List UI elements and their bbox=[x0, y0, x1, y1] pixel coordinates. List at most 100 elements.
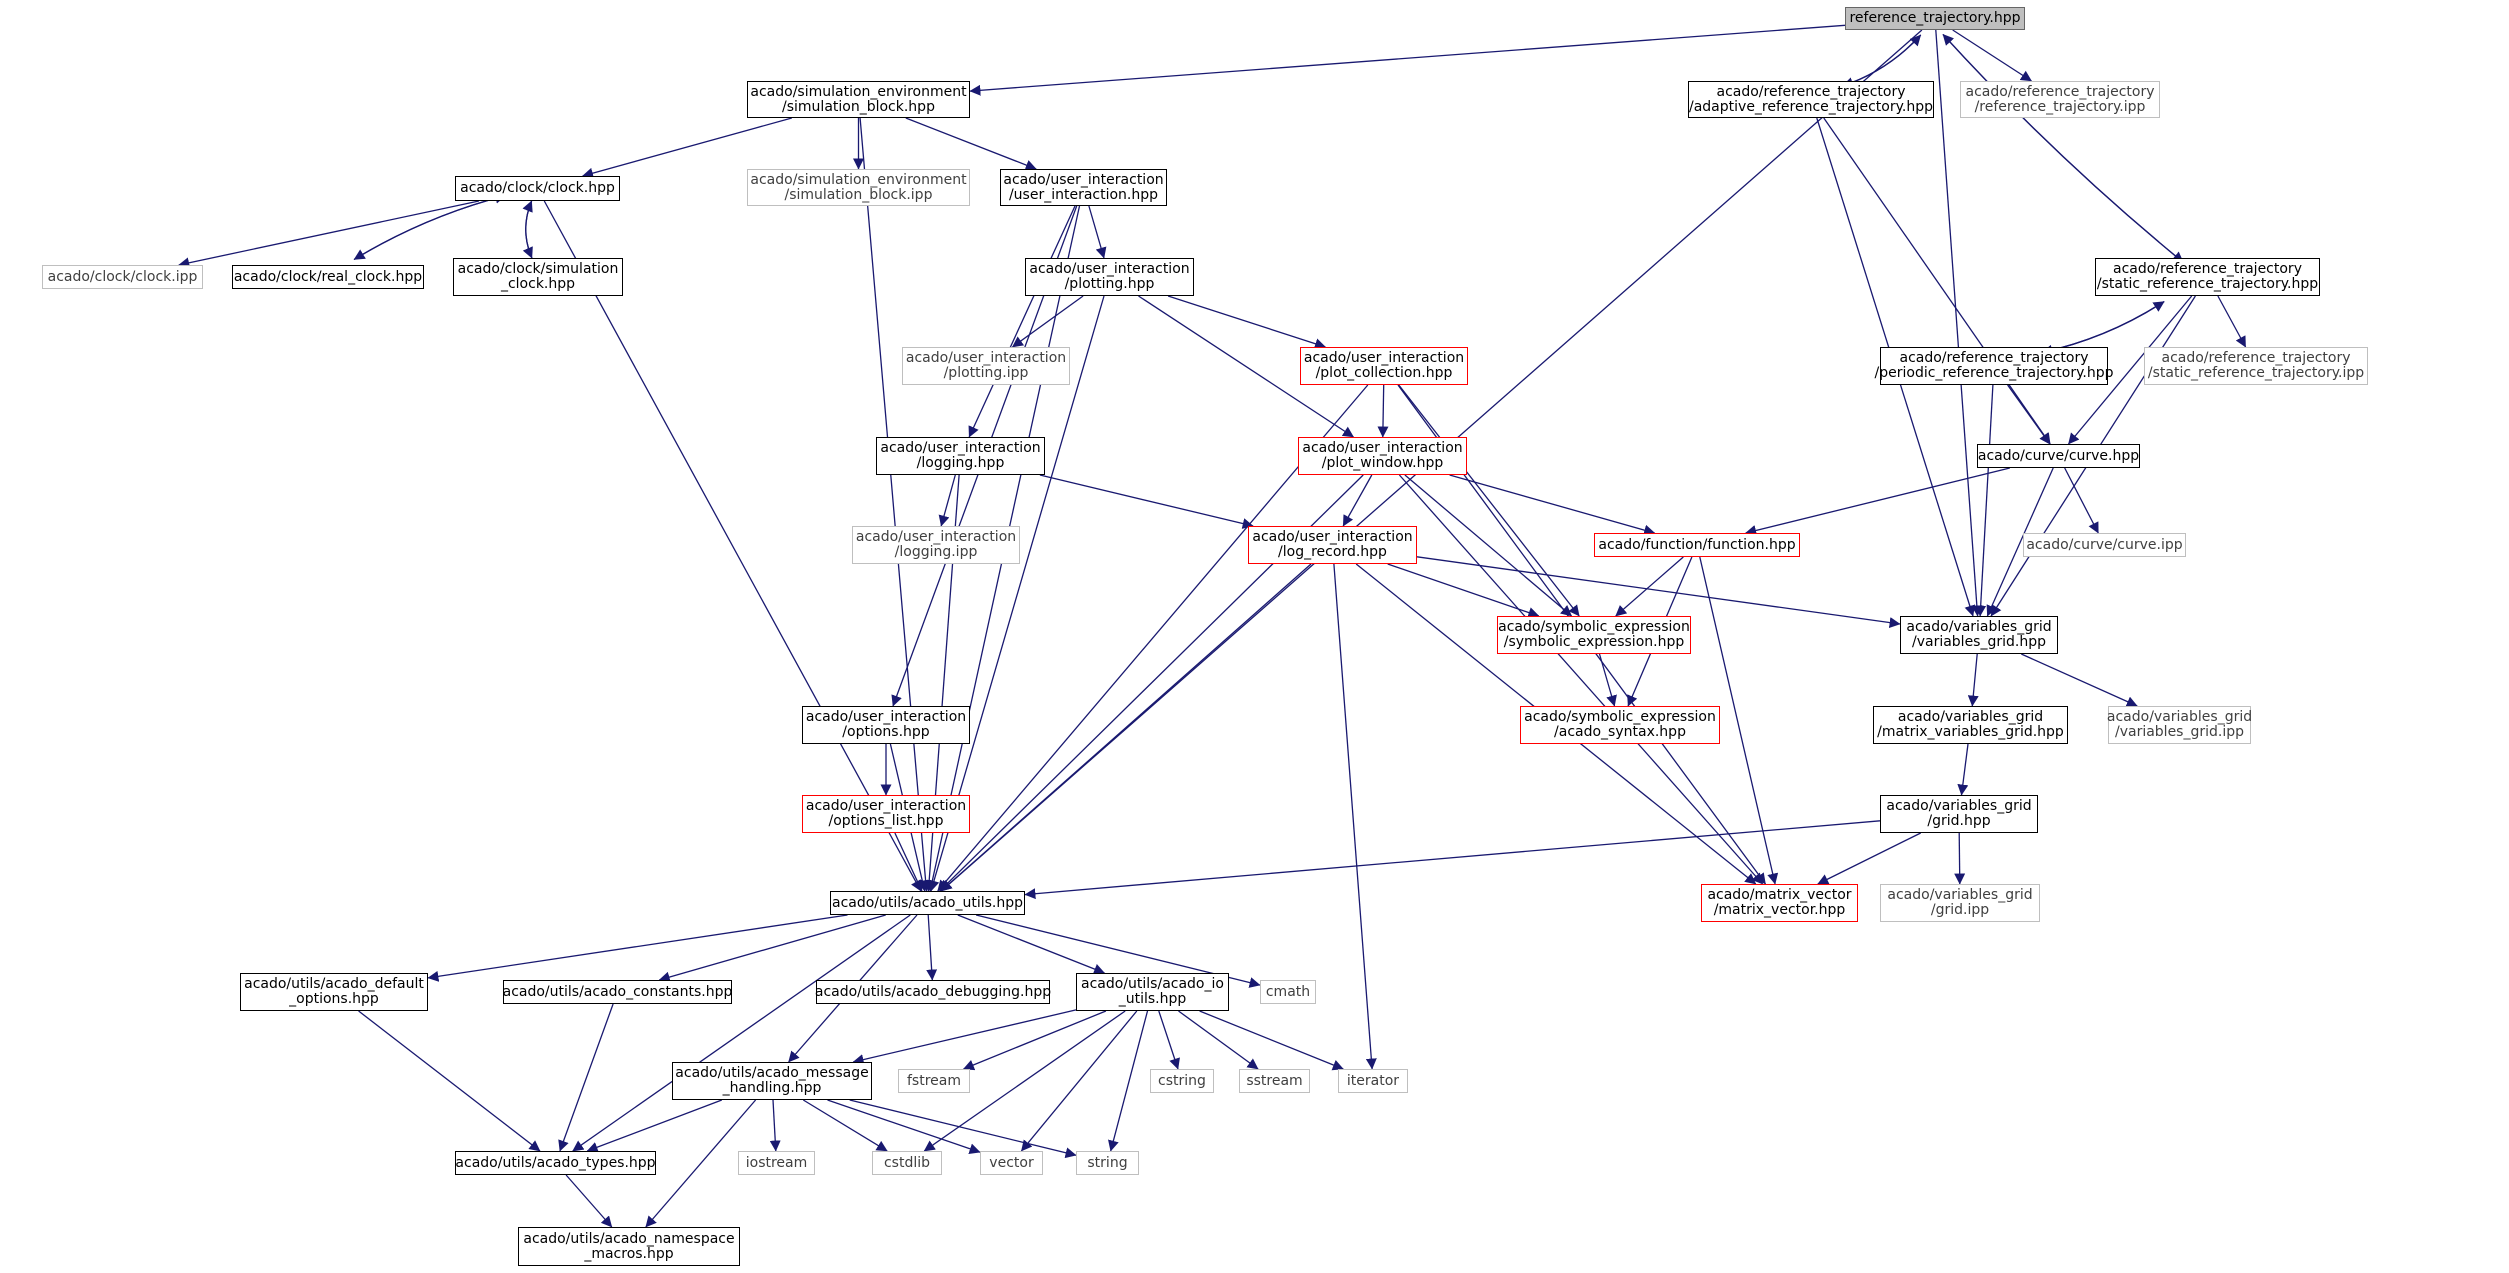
edge-plot-window-to-sym-expr bbox=[1404, 474, 1573, 617]
edges-layer bbox=[178, 24, 2247, 1228]
node-logging-ipp[interactable]: acado/user_interaction /logging.ipp bbox=[852, 526, 1020, 564]
edge-clock-to-clock-ipp bbox=[178, 200, 480, 269]
node-plotting[interactable]: acado/user_interaction /plotting.hpp bbox=[1025, 258, 1194, 296]
edge-curve-to-vars-grid bbox=[1986, 467, 2054, 617]
node-cstring[interactable]: cstring bbox=[1150, 1069, 1214, 1093]
edge-default-opts-to-types bbox=[358, 1010, 541, 1152]
node-static-ref-ipp[interactable]: acado/reference_trajectory /static_refer… bbox=[2144, 347, 2368, 385]
node-sim-block-ipp[interactable]: acado/simulation_environment /simulation… bbox=[747, 169, 970, 206]
edge-io-utils-to-msg-handling bbox=[852, 1009, 1077, 1065]
node-user-inter[interactable]: acado/user_interaction /user_interaction… bbox=[1000, 169, 1167, 206]
edge-acado-utils-to-default-opts bbox=[427, 914, 848, 982]
node-root[interactable]: reference_trajectory.hpp bbox=[1845, 7, 2025, 30]
edge-acado-utils-to-io-utils bbox=[957, 914, 1106, 975]
node-plotting-ipp[interactable]: acado/user_interaction /plotting.ipp bbox=[902, 347, 1070, 385]
node-debugging[interactable]: acado/utils/acado_debugging.hpp bbox=[815, 980, 1051, 1004]
edge-root-to-static-ref bbox=[1942, 33, 2184, 263]
node-adaptive[interactable]: acado/reference_trajectory /adaptive_ref… bbox=[1688, 81, 1934, 118]
node-function[interactable]: acado/function/function.hpp bbox=[1594, 533, 1800, 557]
node-namespace-macros[interactable]: acado/utils/acado_namespace _macros.hpp bbox=[518, 1227, 740, 1266]
edge-log-record-to-acado-utils bbox=[940, 563, 1312, 892]
node-grid-ipp[interactable]: acado/variables_grid /grid.ipp bbox=[1880, 884, 2040, 922]
edge-root-to-sim-block bbox=[969, 24, 1846, 96]
node-string[interactable]: string bbox=[1076, 1151, 1139, 1175]
node-log-record[interactable]: acado/user_interaction /log_record.hpp bbox=[1248, 526, 1417, 564]
edge-acado-utils-to-debugging bbox=[926, 914, 938, 981]
edge-log-record-to-iterator bbox=[1333, 563, 1377, 1070]
node-msg-handling[interactable]: acado/utils/acado_message _handling.hpp bbox=[672, 1062, 872, 1100]
node-clock[interactable]: acado/clock/clock.hpp bbox=[455, 176, 620, 201]
edge-real-clock-to-clock bbox=[353, 192, 507, 261]
edge-constants-to-types bbox=[558, 1003, 614, 1152]
node-constants[interactable]: acado/utils/acado_constants.hpp bbox=[503, 980, 732, 1004]
node-sim-block[interactable]: acado/simulation_environment /simulation… bbox=[747, 81, 970, 118]
node-ref-ipp[interactable]: acado/reference_trajectory /reference_tr… bbox=[1960, 81, 2160, 118]
edge-static-ref-to-static-ref-ipp bbox=[2217, 295, 2247, 348]
node-io-utils[interactable]: acado/utils/acado_io _utils.hpp bbox=[1076, 973, 1229, 1011]
node-cmath[interactable]: cmath bbox=[1260, 980, 1316, 1004]
edge-periodic-ref-to-vars-grid bbox=[1975, 384, 1994, 617]
node-real-clock[interactable]: acado/clock/real_clock.hpp bbox=[232, 265, 424, 289]
edge-curve-to-function bbox=[1745, 467, 2010, 536]
edge-static-ref-to-root bbox=[1942, 33, 2184, 263]
node-sstream[interactable]: sstream bbox=[1239, 1069, 1310, 1093]
node-options-list[interactable]: acado/user_interaction /options_list.hpp bbox=[802, 795, 970, 833]
edge-adaptive-to-root bbox=[1842, 34, 1922, 87]
edge-adaptive-to-curve bbox=[1823, 117, 2051, 445]
node-acado-syntax[interactable]: acado/symbolic_expression /acado_syntax.… bbox=[1520, 706, 1720, 744]
node-types[interactable]: acado/utils/acado_types.hpp bbox=[455, 1151, 656, 1175]
edge-logging-to-logging-ipp bbox=[938, 474, 956, 527]
edge-msg-handling-to-types bbox=[586, 1099, 723, 1153]
edge-plot-coll-to-acado-utils bbox=[937, 384, 1369, 892]
node-sym-expr[interactable]: acado/symbolic_expression /symbolic_expr… bbox=[1497, 616, 1691, 654]
node-default-opts[interactable]: acado/utils/acado_default _options.hpp bbox=[240, 973, 428, 1011]
edge-periodic-ref-to-curve bbox=[2007, 384, 2051, 445]
node-grid[interactable]: acado/variables_grid /grid.hpp bbox=[1880, 795, 2038, 833]
edge-static-ref-to-curve bbox=[2068, 295, 2193, 445]
node-matrix-vector[interactable]: acado/matrix_vector /matrix_vector.hpp bbox=[1701, 884, 1858, 922]
node-vars-grid[interactable]: acado/variables_grid /variables_grid.hpp bbox=[1900, 616, 2058, 654]
edge-io-utils-to-string bbox=[1108, 1010, 1149, 1152]
node-acado-utils[interactable]: acado/utils/acado_utils.hpp bbox=[830, 891, 1025, 915]
edge-plot-window-to-matrix-vector bbox=[1398, 474, 1764, 885]
node-plot-window[interactable]: acado/user_interaction /plot_window.hpp bbox=[1298, 437, 1467, 475]
node-sim-clock[interactable]: acado/clock/simulation _clock.hpp bbox=[453, 258, 623, 296]
edge-io-utils-to-cstring bbox=[1158, 1010, 1180, 1070]
node-curve[interactable]: acado/curve/curve.hpp bbox=[1977, 444, 2140, 468]
node-static-ref[interactable]: acado/reference_trajectory /static_refer… bbox=[2095, 258, 2320, 296]
edge-vars-grid-to-matrix-vars-grid bbox=[1967, 653, 1979, 707]
edge-acado-utils-to-constants bbox=[658, 914, 886, 983]
edge-plot-coll-to-sym-expr bbox=[1398, 384, 1580, 617]
edge-msg-handling-to-iostream bbox=[769, 1099, 781, 1152]
edge-clock-to-real-clock bbox=[353, 194, 506, 261]
node-iterator[interactable]: iterator bbox=[1338, 1069, 1408, 1093]
node-options[interactable]: acado/user_interaction /options.hpp bbox=[802, 706, 970, 744]
node-vector[interactable]: vector bbox=[980, 1151, 1043, 1175]
node-matrix-vars-grid[interactable]: acado/variables_grid /matrix_variables_g… bbox=[1873, 706, 2068, 744]
node-cstdlib[interactable]: cstdlib bbox=[872, 1151, 942, 1175]
edge-vars-grid-to-vars-grid-ipp bbox=[2021, 653, 2138, 707]
node-iostream[interactable]: iostream bbox=[738, 1151, 815, 1175]
edge-root-to-vars-grid bbox=[1935, 29, 1983, 617]
edge-io-utils-to-cstdlib bbox=[923, 1010, 1126, 1152]
edge-curve-to-curve-ipp bbox=[2064, 467, 2099, 534]
edge-periodic-ref-to-static-ref bbox=[2041, 300, 2165, 354]
edge-user-inter-to-logging bbox=[968, 205, 1076, 438]
edge-plotting-to-plot-coll bbox=[1167, 295, 1326, 350]
node-periodic-ref[interactable]: acado/reference_trajectory /periodic_ref… bbox=[1875, 347, 2114, 385]
edge-sim-clock-to-clock bbox=[522, 200, 533, 259]
edge-user-inter-to-plotting bbox=[1088, 205, 1107, 259]
node-logging[interactable]: acado/user_interaction /logging.hpp bbox=[876, 437, 1045, 475]
edge-logging-to-log-record bbox=[1039, 474, 1254, 529]
edge-io-utils-to-fstream bbox=[962, 1010, 1107, 1071]
edge-options-list-to-acado-utils bbox=[894, 832, 923, 892]
node-clock-ipp[interactable]: acado/clock/clock.ipp bbox=[42, 265, 203, 289]
edge-io-utils-to-vector bbox=[1020, 1010, 1138, 1152]
edge-msg-handling-to-namespace-macros bbox=[645, 1099, 757, 1228]
node-fstream[interactable]: fstream bbox=[898, 1069, 970, 1093]
node-curve-ipp[interactable]: acado/curve/curve.ipp bbox=[2023, 533, 2186, 557]
node-vars-grid-ipp[interactable]: acado/variables_grid /variables_grid.ipp bbox=[2107, 706, 2252, 744]
edge-io-utils-to-iterator bbox=[1199, 1010, 1344, 1071]
node-plot-coll[interactable]: acado/user_interaction /plot_collection.… bbox=[1300, 347, 1468, 385]
